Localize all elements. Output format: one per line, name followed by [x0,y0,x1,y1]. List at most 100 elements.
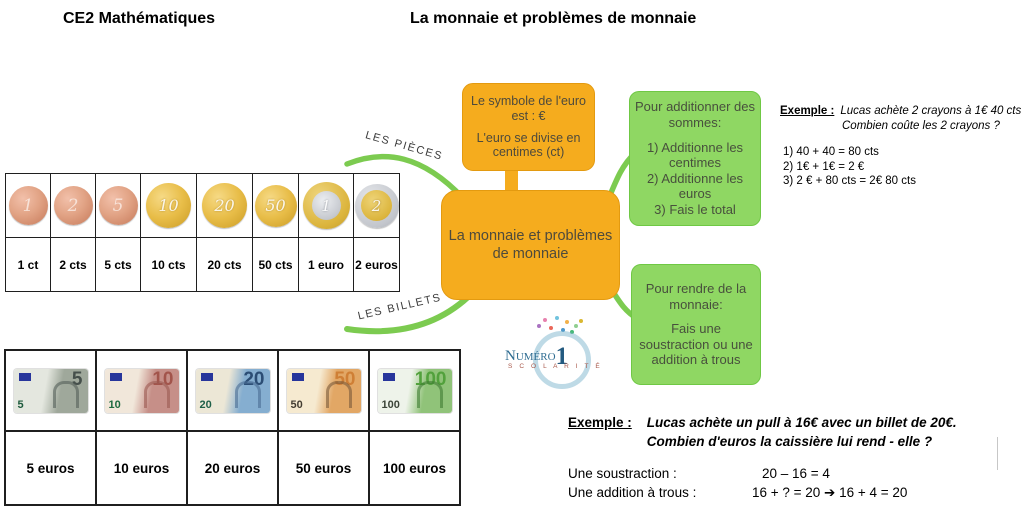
logo-wordmark: Numéro1 [505,343,568,371]
coin-1euro-image: 1 [302,182,350,229]
addition-rule-steps: 1) Additionne les centimes 2) Additionne… [633,140,757,218]
note-big-numeral: 20 [243,368,265,390]
coin-numeral: 1 [22,195,34,216]
branch-pieces-curve [344,153,466,201]
note-cell-10: 10 10 [97,351,188,432]
banknote-5-image: 5 5 [13,368,88,413]
note-small-numeral: 20 [199,398,212,411]
coin-numeral: 20 [214,196,235,215]
coin-center: 1 [311,191,341,220]
example-question: Lucas achète un pull à 16€ avec un bille… [647,413,957,451]
example-question-line1: Lucas achète 2 crayons à 1€ 40 cts [840,105,1022,117]
addition-rule-box: Pour additionner des sommes: 1) Addition… [629,91,761,226]
example-change: Exemple : Lucas achète un pull à 16€ ave… [568,413,957,502]
note-cell-100: 100 100 [370,351,461,432]
coin-cell-10cts: 10 [141,174,197,238]
euro-symbol-box: Le symbole de l'euro est : € L'euro se d… [462,83,595,171]
confetti-dot [579,319,583,323]
coin-10cts-image: 10 [146,183,191,228]
coin-label-5cts: 5 cts [96,238,141,292]
confetti-dot [537,324,541,328]
note-big-numeral: 50 [334,368,356,390]
coin-numeral: 5 [112,195,124,216]
note-big-numeral: 5 [71,368,83,390]
coin-numeral: 2 [67,195,79,216]
coin-cell-1ct: 1 [6,174,51,238]
example-calculations: Une soustraction : 20 – 16 = 4 Une additi… [568,464,957,502]
change-rule-title: Pour rendre de la monnaie: [645,281,747,312]
example-question-line2: Combien coûte les 2 crayons ? [842,119,1000,132]
coin-5cts-image: 5 [98,186,138,225]
arch-icon [234,380,261,408]
example-step-2: 2) 1€ + 1€ = 2 € [783,160,865,173]
coin-label-10cts: 10 cts [141,238,197,292]
coin-1ct-image: 1 [8,186,48,225]
coin-numeral: 2 [371,196,382,215]
example-step-3: 3) 2 € + 80 cts = 2€ 80 cts [783,175,916,187]
logo-number: 1 [555,343,569,370]
coin-cell-5cts: 5 [96,174,141,238]
coin-cell-1euro: 1 [299,174,354,238]
note-small-numeral: 5 [17,398,24,411]
arch-icon [143,380,170,408]
addition-hole-label: Une addition à trous : [568,485,697,500]
example-question-line2: Combien d'euros la caissière lui rend - … [646,434,933,449]
mindmap-connector-stem [505,166,518,194]
note-label-5: 5 euros [6,432,97,506]
confetti-dot [561,328,565,332]
coin-label-50cts: 50 cts [253,238,299,292]
addition-rule-title: Pour additionner des sommes: [635,99,755,131]
eu-flag-icon [109,372,122,381]
note-small-numeral: 10 [108,398,121,411]
course-title: CE2 Mathématiques [63,10,216,27]
mindmap-central-node: La monnaie et problèmes de monnaie [441,190,620,300]
banknote-20-image: 20 20 [195,368,270,413]
coin-label-2euros: 2 euros [354,238,400,292]
euro-symbol-line: Le symbole de l'euro est : € [471,94,586,123]
change-rule-body: Fais une soustraction ou une addition à … [639,321,753,368]
confetti-dot [574,324,578,328]
banknotes-table: 5 5 10 10 20 20 50 50 100 [4,349,461,506]
page-edge-line [997,437,998,470]
addition-step-3: 3) Fais le total [654,201,736,217]
logo-circle [533,331,591,389]
subtraction-label: Une soustraction : [568,466,677,481]
eu-flag-icon [382,372,395,381]
change-rule-box: Pour rendre de la monnaie: Fais une sous… [631,264,761,385]
note-label-100: 100 euros [370,432,461,506]
coins-table: 1 2 5 10 20 50 1 2 1 ct 2 cts 5 cts 10 c… [5,173,400,292]
confetti-dot [549,326,553,330]
coin-label-1euro: 1 euro [299,238,354,292]
coin-center: 2 [361,190,392,221]
coin-numeral: 50 [265,196,286,215]
arch-icon [325,380,352,408]
banknote-10-image: 10 10 [104,368,179,413]
logo-subtitle: S C O L A R I T É [508,363,603,370]
coin-50cts-image: 50 [254,184,297,227]
note-small-numeral: 50 [290,398,303,411]
note-cell-20: 20 20 [188,351,279,432]
addition-hole-line: Une addition à trous : 16 + ? = 20 ➔ 16 +… [568,483,957,502]
example-label: Exemple : [780,105,835,117]
note-label-50: 50 euros [279,432,370,506]
coin-2cts-image: 2 [53,186,93,225]
central-node-label: La monnaie et problèmes de monnaie [448,227,613,262]
numero1-scolarite-logo: Numéro1 S C O L A R I T É [503,316,611,389]
note-label-20: 20 euros [188,432,279,506]
note-label-10: 10 euros [97,432,188,506]
note-big-numeral: 10 [152,368,174,390]
note-cell-50: 50 50 [279,351,370,432]
coin-numeral: 1 [321,196,331,215]
eu-flag-icon [18,372,31,381]
addition-hole-value: 16 + ? = 20 ➔ 16 + 4 = 20 [752,485,908,500]
logo-name: Numéro [505,348,556,364]
coin-cell-2cts: 2 [51,174,96,238]
coin-label-20cts: 20 cts [197,238,253,292]
subtraction-line: Une soustraction : 20 – 16 = 4 [568,464,957,483]
banknote-50-image: 50 50 [286,368,361,413]
note-small-numeral: 100 [381,398,400,411]
example-question-line1: Lucas achète un pull à 16€ avec un bille… [646,415,957,430]
subtraction-value: 20 – 16 = 4 [762,466,830,481]
coin-cell-50cts: 50 [253,174,299,238]
